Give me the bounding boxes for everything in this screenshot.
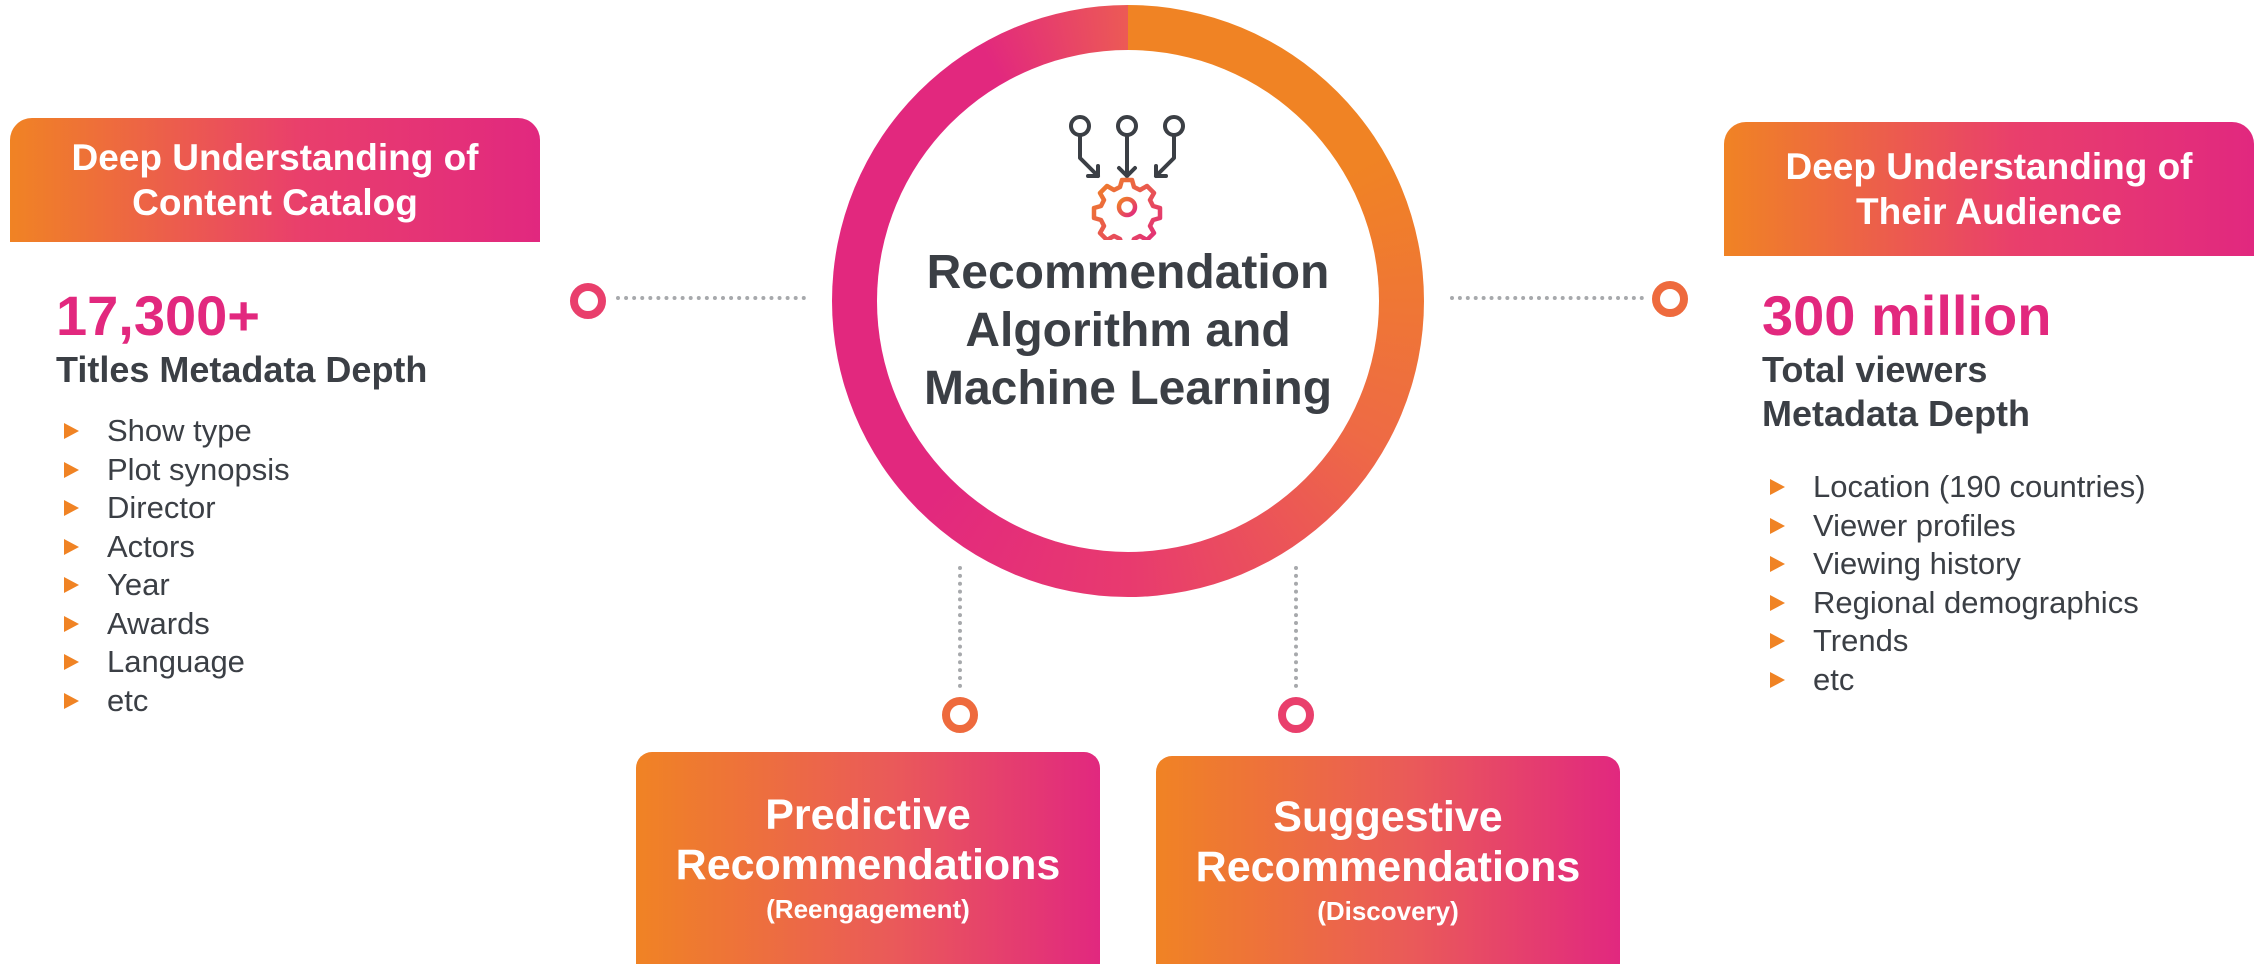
bullet-triangle-icon	[64, 538, 79, 555]
list-item-label: Awards	[107, 605, 210, 641]
list-item: Actors	[60, 528, 290, 567]
titles-count: 17,300+	[56, 284, 260, 347]
suggestive-line1: Suggestive	[1273, 793, 1503, 841]
list-item: Awards	[60, 605, 290, 644]
bullet-triangle-icon	[64, 423, 79, 440]
suggestive-line3: (Discovery)	[1317, 896, 1459, 926]
list-item-label: Viewing history	[1813, 546, 2021, 581]
right-connector-node	[1652, 281, 1688, 317]
viewers-count: 300 million	[1762, 284, 2052, 347]
list-item: Year	[60, 566, 290, 605]
list-item: etc	[60, 682, 290, 721]
catalog-header-line2: Content Catalog	[132, 182, 418, 223]
list-item: Viewer profiles	[1766, 507, 2146, 546]
bottom-left-connector-node	[942, 697, 978, 733]
center-title-line3: Machine Learning	[923, 362, 1333, 415]
predictive-line1: Predictive	[765, 791, 971, 839]
list-item: Plot synopsis	[60, 451, 290, 490]
center-title-line2: Algorithm and	[965, 304, 1291, 357]
predictive-line3: (Reengagement)	[766, 894, 970, 924]
bullet-triangle-icon	[1770, 633, 1785, 650]
list-item-label: Viewer profiles	[1813, 507, 2016, 543]
list-item: Regional demographics	[1766, 584, 2146, 623]
bullet-triangle-icon	[64, 461, 79, 478]
list-item: Viewing history	[1766, 545, 2146, 584]
right-connector-line	[1450, 296, 1644, 300]
list-item-label: Regional demographics	[1813, 584, 2139, 620]
bullet-triangle-icon	[64, 500, 79, 517]
catalog-metadata-list: Show type Plot synopsis Director Actors …	[60, 412, 290, 720]
audience-header-line2: Their Audience	[1856, 191, 2122, 232]
bullet-triangle-icon	[1770, 671, 1785, 688]
list-item-label: Language	[107, 644, 245, 679]
list-item-label: Trends	[1813, 623, 1909, 658]
list-item-label: Plot synopsis	[107, 451, 290, 487]
list-item: etc	[1766, 661, 2146, 700]
catalog-header: Deep Understanding of Content Catalog	[10, 118, 540, 242]
predictive-recommendations-box: Predictive Recommendations (Reengagement…	[636, 752, 1100, 964]
list-item: Show type	[60, 412, 290, 451]
bullet-triangle-icon	[64, 615, 79, 632]
list-item: Trends	[1766, 622, 2146, 661]
list-item-label: etc	[1813, 661, 1855, 697]
viewers-subtitle: Total viewers Metadata Depth	[1762, 348, 2030, 436]
bottom-left-connector-line	[958, 566, 962, 688]
algorithm-gear-icon	[1069, 115, 1185, 240]
list-item-label: Year	[107, 567, 170, 602]
bullet-triangle-icon	[1770, 517, 1785, 534]
list-item: Language	[60, 643, 290, 682]
audience-header-line1: Deep Understanding of	[1785, 146, 2193, 187]
list-item: Location (190 countries)	[1766, 468, 2146, 507]
suggestive-line2: Recommendations	[1195, 843, 1581, 891]
bottom-right-connector-line	[1294, 566, 1298, 688]
list-item-label: etc	[107, 682, 149, 718]
bullet-triangle-icon	[1770, 556, 1785, 573]
list-item: Director	[60, 489, 290, 528]
bottom-right-connector-node	[1278, 697, 1314, 733]
bullet-triangle-icon	[64, 654, 79, 671]
titles-subtitle: Titles Metadata Depth	[56, 349, 428, 390]
left-connector-node	[570, 283, 606, 319]
left-connector-line	[616, 296, 806, 300]
audience-header: Deep Understanding of Their Audience	[1724, 122, 2254, 256]
bullet-triangle-icon	[1770, 479, 1785, 496]
list-item-label: Location (190 countries)	[1813, 469, 2146, 504]
list-item-label: Actors	[107, 528, 195, 564]
suggestive-recommendations-box: Suggestive Recommendations (Discovery)	[1156, 756, 1620, 964]
bullet-triangle-icon	[64, 692, 79, 709]
bullet-triangle-icon	[1770, 594, 1785, 611]
list-item-label: Director	[107, 490, 216, 525]
predictive-line2: Recommendations	[675, 841, 1061, 889]
center-title-line1: Recommendation	[926, 246, 1330, 299]
viewers-subtitle-line1: Total viewers	[1762, 349, 1988, 390]
bullet-triangle-icon	[64, 577, 79, 594]
audience-metadata-list: Location (190 countries) Viewer profiles…	[1766, 468, 2146, 699]
center-title: Recommendation Algorithm and Machine Lea…	[880, 244, 1376, 418]
list-item-label: Show type	[107, 413, 252, 448]
viewers-subtitle-line2: Metadata Depth	[1762, 393, 2031, 434]
catalog-header-line1: Deep Understanding of	[71, 137, 479, 178]
